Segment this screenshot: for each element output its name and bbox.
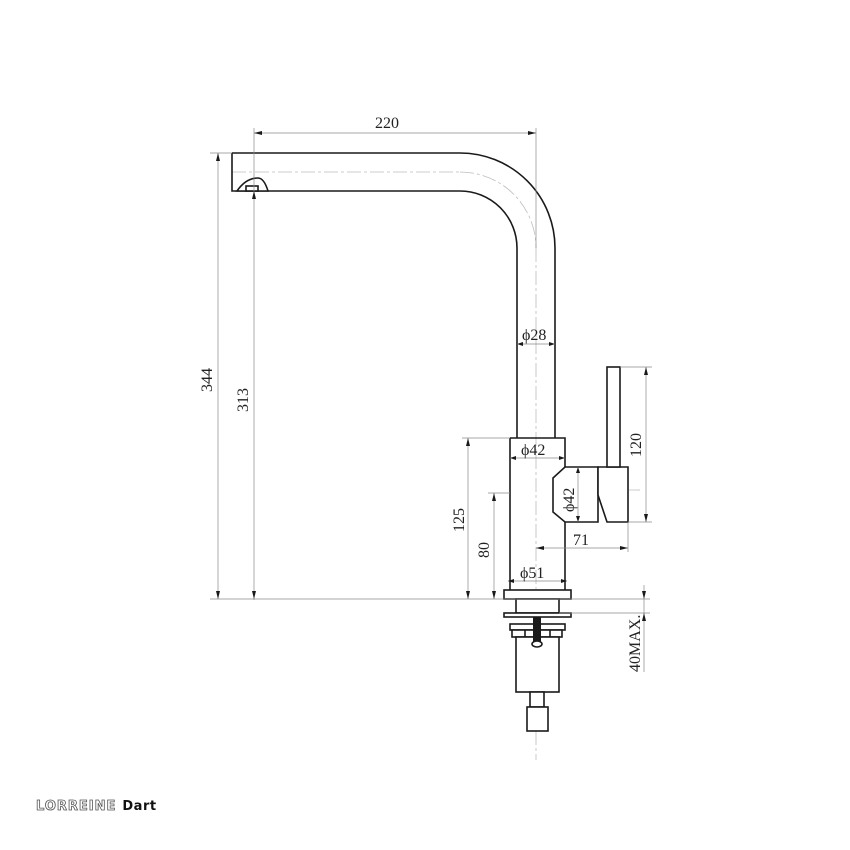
dim-71-label: 71: [573, 532, 589, 549]
dim-base-diameter: ϕ51: [508, 565, 567, 583]
dim-handle-offset: 71: [536, 522, 629, 552]
dim-phi42-hub-label: ϕ42: [561, 488, 578, 512]
brand-model: Dart: [122, 799, 157, 814]
dim-total-height: 344: [199, 152, 232, 599]
dim-40max-label: 40MAX.: [627, 615, 644, 672]
dim-220-label: 220: [375, 115, 399, 132]
dim-344-label: 344: [199, 368, 216, 392]
dim-max-counter-thickness: 40MAX.: [627, 585, 646, 672]
dim-phi51-label: ϕ51: [520, 565, 544, 582]
base-plate: [503, 589, 572, 600]
brand-maker: LORREINE: [36, 799, 117, 815]
spout: [231, 152, 556, 438]
dim-phi42-body-label: ϕ42: [521, 442, 545, 459]
tap-body: [509, 366, 629, 590]
dim-hub-diameter: ϕ42: [561, 467, 580, 522]
dim-handle-height: 120: [620, 366, 652, 523]
dim-phi28-label: ϕ28: [522, 327, 546, 344]
dim-125-label: 125: [451, 508, 468, 532]
dim-80-label: 80: [476, 542, 493, 558]
dim-313-label: 313: [235, 388, 252, 412]
dim-lower-height: 80: [476, 492, 510, 599]
brand-logo: LORREINE Dart: [36, 799, 157, 815]
fixing-assembly: [503, 598, 572, 732]
centre-lines: [232, 171, 640, 760]
dim-body-diameter: ϕ42: [510, 442, 565, 460]
dim-handle-axis-height: 125: [451, 437, 510, 599]
dim-upper-tube-diameter: ϕ28: [517, 327, 555, 346]
dim-outlet-height: 313: [235, 191, 256, 599]
dim-120-label: 120: [628, 433, 645, 457]
dim-spout-reach: 220: [253, 115, 537, 600]
